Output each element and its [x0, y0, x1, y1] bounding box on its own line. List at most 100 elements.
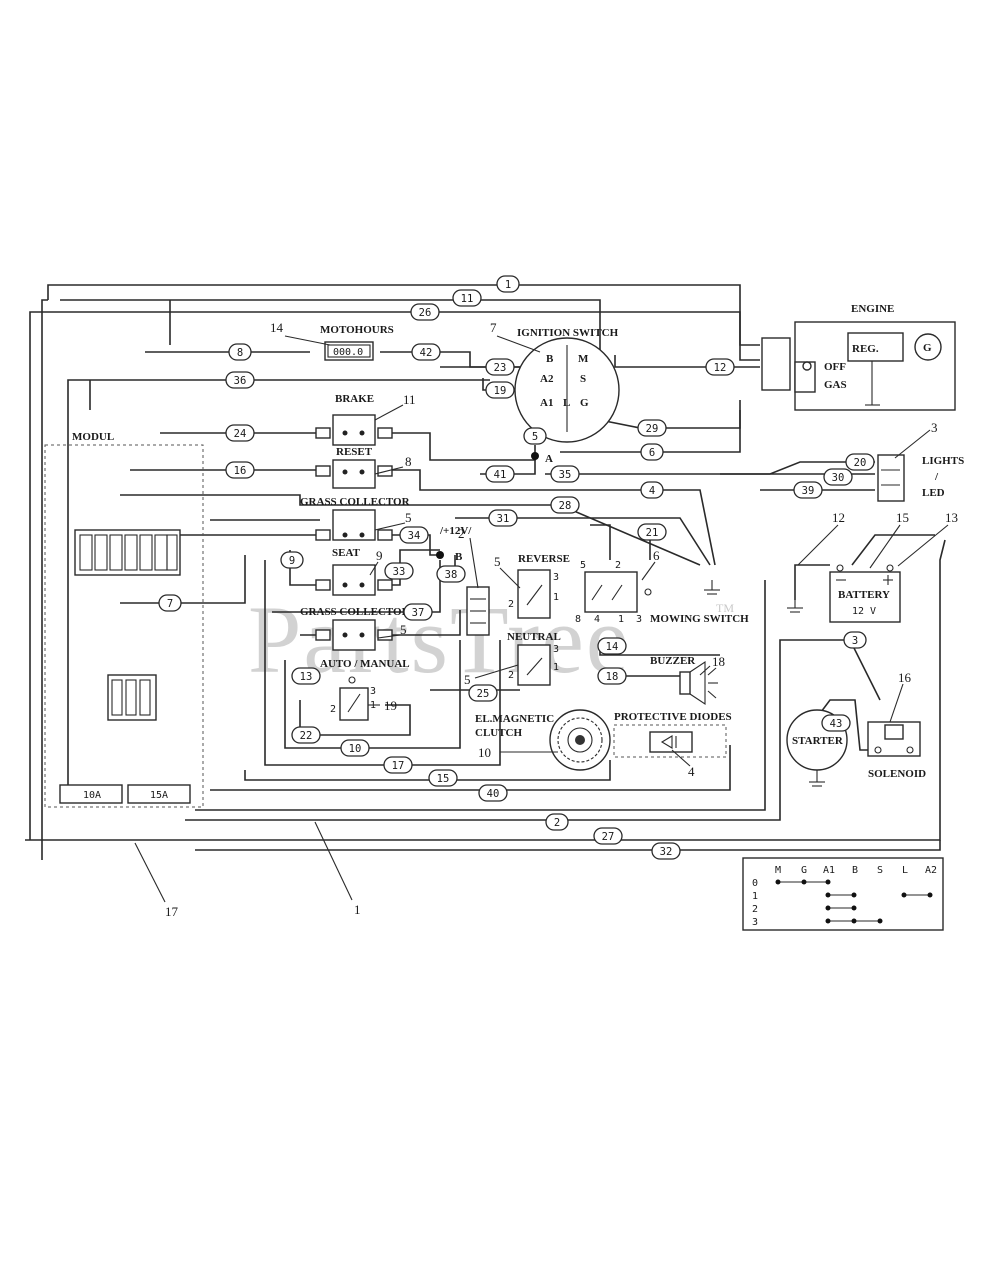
wire-number: 4	[649, 485, 655, 497]
wire-number: 36	[234, 375, 247, 387]
wire-number: 25	[477, 688, 490, 700]
callout-4: 4	[688, 764, 695, 779]
table-header-b: B	[852, 865, 858, 876]
wire-label-3: 3	[843, 631, 867, 649]
modul-connector-block	[107, 674, 157, 721]
wire-label-31: 31	[488, 509, 518, 527]
gas-label: GAS	[824, 379, 847, 391]
buzzer-label: BUZZER	[650, 655, 696, 667]
engine-label: ENGINE	[851, 303, 894, 315]
wire-label-41: 41	[485, 465, 515, 483]
wire-number: 9	[289, 555, 295, 567]
wire-number: 5	[532, 431, 538, 443]
wire-number: 31	[497, 513, 510, 525]
wire-number: 33	[393, 566, 406, 578]
wire-label-39: 39	[793, 481, 823, 499]
callout-17: 17	[165, 904, 179, 919]
off-label: OFF	[824, 361, 846, 373]
wire-number: 10	[349, 743, 362, 755]
am-pin-2: 2	[330, 704, 336, 715]
auto-manual-label: AUTO / MANUAL	[320, 658, 410, 670]
wire-number: 18	[606, 671, 619, 683]
grass-collector-label-1: GRASS COLLECTOR	[300, 496, 411, 508]
wire-label-11: 11	[452, 289, 482, 307]
wire-label-28: 28	[550, 496, 580, 514]
wire-label-6: 6	[640, 443, 664, 461]
reset-switch	[315, 459, 393, 489]
wire-label-13: 13	[291, 667, 321, 685]
watermark-tm: TM	[716, 601, 734, 615]
wire-number: 22	[300, 730, 313, 742]
mow-pin-1: 1	[618, 614, 624, 625]
wire-label-37: 37	[403, 603, 433, 621]
wire-label-16: 16	[225, 461, 255, 479]
ign-terminal-a1: A1	[540, 397, 553, 409]
motohours-label: MOTOHOURS	[320, 324, 394, 336]
callout-5c: 5	[494, 554, 501, 569]
callout-3: 3	[931, 420, 938, 435]
brake-label: BRAKE	[335, 393, 374, 405]
table-header-g: G	[801, 865, 807, 876]
wire-label-22: 22	[291, 726, 321, 744]
neu-pin-1: 1	[553, 662, 559, 673]
wire-label-40: 40	[478, 784, 508, 802]
neu-pin-2: 2	[508, 670, 514, 681]
wire-number: 29	[646, 423, 659, 435]
ign-terminal-g: G	[580, 397, 589, 409]
node-a	[531, 452, 539, 460]
fuse-15a: 15A	[127, 784, 191, 804]
callout-19: 19	[384, 698, 397, 713]
fuse-10a-label: 10A	[83, 790, 101, 801]
table-header-m: M	[775, 865, 781, 876]
mow-pin-5: 5	[580, 560, 586, 571]
led-label: LED	[922, 487, 945, 499]
neutral-label: NEUTRAL	[507, 631, 561, 643]
wire-number: 23	[494, 362, 507, 374]
lights-label: LIGHTS	[922, 455, 964, 467]
el-magnetic-label: EL.MAGNETIC	[475, 713, 554, 725]
wire-label-7: 7	[158, 594, 182, 612]
wire-label-23: 23	[485, 358, 515, 376]
mow-pin-4: 4	[594, 614, 600, 625]
wire-number: 34	[408, 530, 421, 542]
wire-label-32: 32	[651, 842, 681, 860]
callout-10: 10	[478, 745, 491, 760]
callout-5d: 5	[464, 672, 471, 687]
starter-label: STARTER	[792, 735, 844, 747]
wire-label-18: 18	[597, 667, 627, 685]
ign-terminal-s: S	[580, 373, 586, 385]
wire-label-33: 33	[384, 562, 414, 580]
ground-star	[704, 580, 720, 595]
wire-label-36: 36	[225, 371, 255, 389]
off-terminal	[802, 361, 812, 371]
wire-number: 14	[606, 641, 619, 653]
wire-number: 30	[832, 472, 845, 484]
ign-terminal-b: B	[546, 353, 554, 365]
wire-label-14: 14	[597, 637, 627, 655]
am-pin-3: 3	[370, 686, 376, 697]
switch-position-table: M G A1 B S L A2 0 1 2 3	[742, 857, 944, 931]
table-header-s: S	[877, 865, 883, 876]
callout-9: 9	[376, 548, 383, 563]
ignition-switch-label: IGNITION SWITCH	[517, 327, 619, 339]
motohours-display: 000.0	[333, 347, 363, 358]
battery	[829, 564, 901, 623]
solenoid-label: SOLENOID	[868, 768, 926, 780]
wire-label-19: 19	[485, 381, 515, 399]
connector-2	[466, 586, 490, 636]
reverse-label: REVERSE	[518, 553, 570, 565]
rev-pin-1: 1	[553, 592, 559, 603]
wire-label-2: 2	[545, 813, 569, 831]
wire-label-9: 9	[280, 551, 304, 569]
wire-number: 17	[392, 760, 405, 772]
grass-collector-switch-2	[315, 619, 393, 651]
table-row-0-label: 0	[752, 878, 758, 889]
engine-connector	[761, 337, 791, 391]
callout-5b: 5	[400, 622, 407, 637]
mow-pin-8: 8	[575, 614, 581, 625]
wire-label-5: 5	[523, 427, 547, 445]
wire-label-25: 25	[468, 684, 498, 702]
battery-voltage: 12 V	[852, 606, 876, 617]
wire-number: 38	[445, 569, 458, 581]
wire-number: 35	[559, 469, 572, 481]
